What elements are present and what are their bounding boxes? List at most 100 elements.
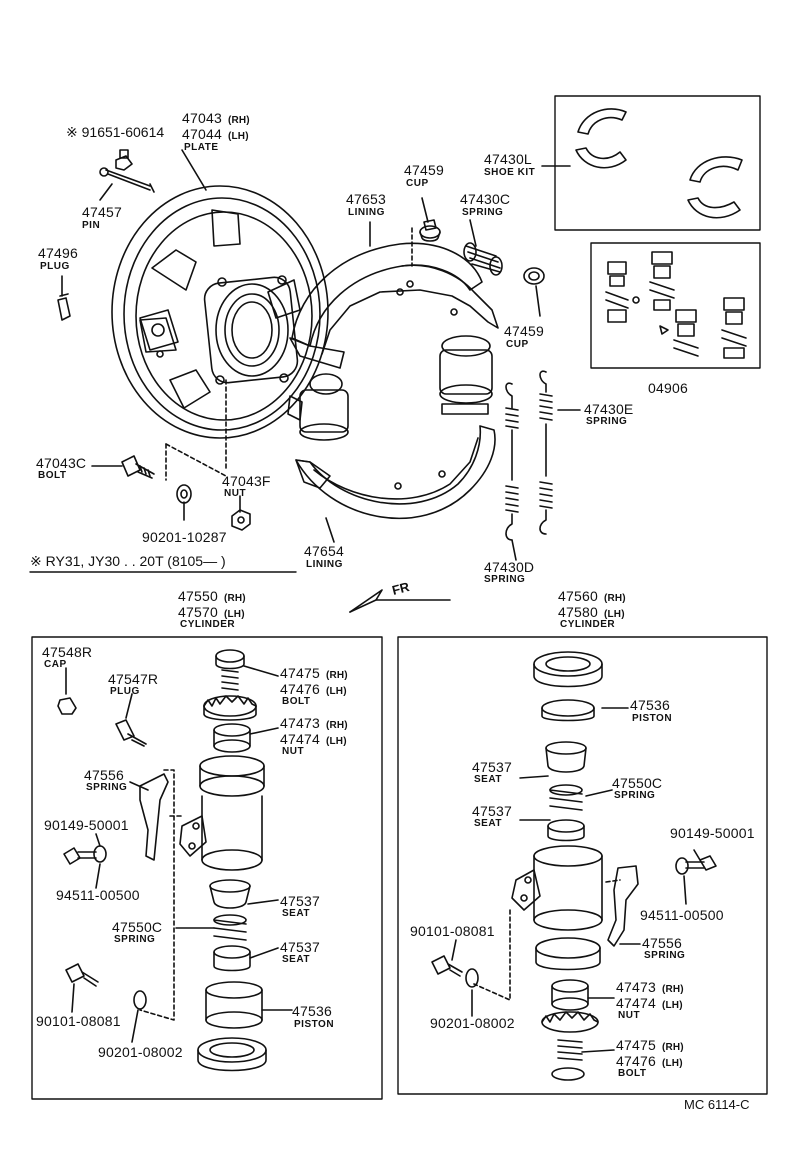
part-number-47556-right: 47556 — [642, 935, 682, 951]
cup-icon — [523, 267, 545, 285]
plug-icon — [57, 293, 71, 321]
side-rh: (RH) — [603, 593, 626, 604]
part-number-47459-top: 47459 — [404, 162, 444, 178]
spring-icon — [505, 382, 519, 541]
side-lh: (LH) — [603, 609, 625, 620]
part-number-47476-text: 47476 — [280, 681, 320, 697]
footnote-applicability: ※ RY31, JY30 . . 20T (8105— ) — [30, 553, 226, 569]
desc-cup-top: CUP — [406, 178, 429, 189]
part-number-47476-text: 47476 — [616, 1053, 656, 1069]
desc-seat-left-a: SEAT — [282, 908, 310, 919]
desc-plate: PLATE — [184, 142, 219, 153]
shoe-kit-box — [554, 95, 761, 231]
wheel-cylinder-left-icon — [287, 373, 349, 441]
part-number-47044-text: 47044 — [182, 126, 222, 142]
desc-pin: PIN — [82, 220, 101, 231]
part-number-47475-right: 47475(RH) — [616, 1038, 684, 1053]
repair-kit-icon — [605, 251, 747, 359]
desc-lining-47654: LINING — [306, 559, 343, 570]
side-lh: (LH) — [661, 1000, 683, 1011]
side-lh: (LH) — [227, 131, 249, 142]
part-number-47550-text: 47550 — [178, 588, 218, 604]
spring-icon — [463, 242, 503, 276]
desc-lining: LINING — [348, 207, 385, 218]
part-number-47044: 47044 (LH) — [182, 127, 249, 142]
part-number-47459-lower: 47459 — [504, 323, 544, 339]
part-number-47475-text: 47475 — [280, 665, 320, 681]
side-rh: (RH) — [227, 115, 250, 126]
part-number-90201-08002-left: 90201-08002 — [98, 1044, 183, 1060]
desc-piston-right: PISTON — [632, 713, 673, 724]
side-rh: (RH) — [325, 670, 348, 681]
part-number-47430e: 47430E — [584, 401, 634, 417]
part-number-04906: 04906 — [648, 380, 688, 396]
part-number-47474-text: 47474 — [616, 995, 656, 1011]
part-number-47476-left: 47476 (LH) — [280, 682, 347, 697]
cylinder-lh-box — [397, 636, 768, 1095]
part-number-47560: 47560(RH) — [558, 589, 626, 604]
desc-plug-47547r: PLUG — [110, 686, 140, 697]
part-number-47457: 47457 — [82, 204, 122, 220]
desc-spring-47430d: SPRING — [484, 574, 526, 585]
part-number-47537-left-b: 47537 — [280, 939, 320, 955]
brake-shoe-lower-icon — [295, 425, 496, 520]
part-number-47580: 47580 (LH) — [558, 605, 625, 620]
part-number-94511-00500-right: 94511-00500 — [640, 907, 724, 923]
part-number-47043f: 47043F — [222, 473, 271, 489]
desc-spring-47550c-right: SPRING — [614, 790, 656, 801]
desc-seat-left-b: SEAT — [282, 954, 310, 965]
diagram-code: MC 6114-C — [684, 1097, 750, 1112]
part-number-47550: 47550 (RH) — [178, 589, 246, 604]
brake-shoe-upper-icon — [289, 242, 499, 369]
part-number-90101-08081-left: 90101-08081 — [36, 1013, 121, 1029]
part-number-47654: 47654 — [304, 543, 344, 559]
part-number-47474-text: 47474 — [280, 731, 320, 747]
part-number-47474-left: 47474 (LH) — [280, 732, 347, 747]
part-number-47474-right: 47474 (LH) — [616, 996, 683, 1011]
part-number-47580-text: 47580 — [558, 604, 598, 620]
bolt-icon — [121, 455, 155, 479]
side-lh: (LH) — [325, 686, 347, 697]
cylinder-rh-box — [31, 636, 383, 1100]
side-rh: (RH) — [223, 593, 246, 604]
pin-icon — [99, 149, 155, 193]
part-number-90201-10287: 90201-10287 — [142, 529, 227, 545]
desc-seat-right-a: SEAT — [474, 774, 502, 785]
backing-plate-icon — [111, 185, 329, 439]
desc-spring-47550c-left: SPRING — [114, 934, 156, 945]
desc-spring-47430e: SPRING — [586, 416, 628, 427]
part-number-47430d: 47430D — [484, 559, 535, 575]
desc-nut-47043f: NUT — [224, 488, 247, 499]
desc-bolt-left: BOLT — [282, 696, 311, 707]
cylinder-exploded-left-icon — [57, 649, 267, 1072]
part-number-47548r: 47548R — [42, 644, 93, 660]
part-number-47475-text: 47475 — [616, 1037, 656, 1053]
spring-icon — [539, 370, 553, 535]
part-number-47537-left-a: 47537 — [280, 893, 320, 909]
part-number-47550c-right: 47550C — [612, 775, 663, 791]
part-number-47556-left: 47556 — [84, 767, 124, 783]
part-number-47476-right: 47476 (LH) — [616, 1054, 683, 1069]
part-number-47475-left: 47475 (RH) — [280, 666, 348, 681]
side-lh: (LH) — [325, 736, 347, 747]
part-number-47043: 47043 (RH) — [182, 111, 250, 126]
part-number-47473-left: 47473(RH) — [280, 716, 348, 731]
part-number-47043-text: 47043 — [182, 110, 222, 126]
part-number-47570: 47570(LH) — [178, 605, 245, 620]
nut-icon — [231, 509, 251, 531]
side-lh: (LH) — [661, 1058, 683, 1069]
cylinder-exploded-right-icon — [431, 651, 717, 1081]
side-lh: (LH) — [223, 609, 245, 620]
desc-spring-47556-left: SPRING — [86, 782, 128, 793]
desc-nut-left: NUT — [282, 746, 305, 757]
part-number-47473-right: 47473(RH) — [616, 980, 684, 995]
desc-cylinder-right: CYLINDER — [560, 619, 616, 630]
front-arrow-icon — [349, 589, 451, 613]
part-number-47547r: 47547R — [108, 671, 159, 687]
shoe-kit-icon — [575, 108, 743, 219]
part-number-47473-text: 47473 — [616, 979, 656, 995]
desc-bolt-47043c: BOLT — [38, 470, 67, 481]
part-number-47536-left: 47536 — [292, 1003, 332, 1019]
desc-cylinder-left: CYLINDER — [180, 619, 236, 630]
